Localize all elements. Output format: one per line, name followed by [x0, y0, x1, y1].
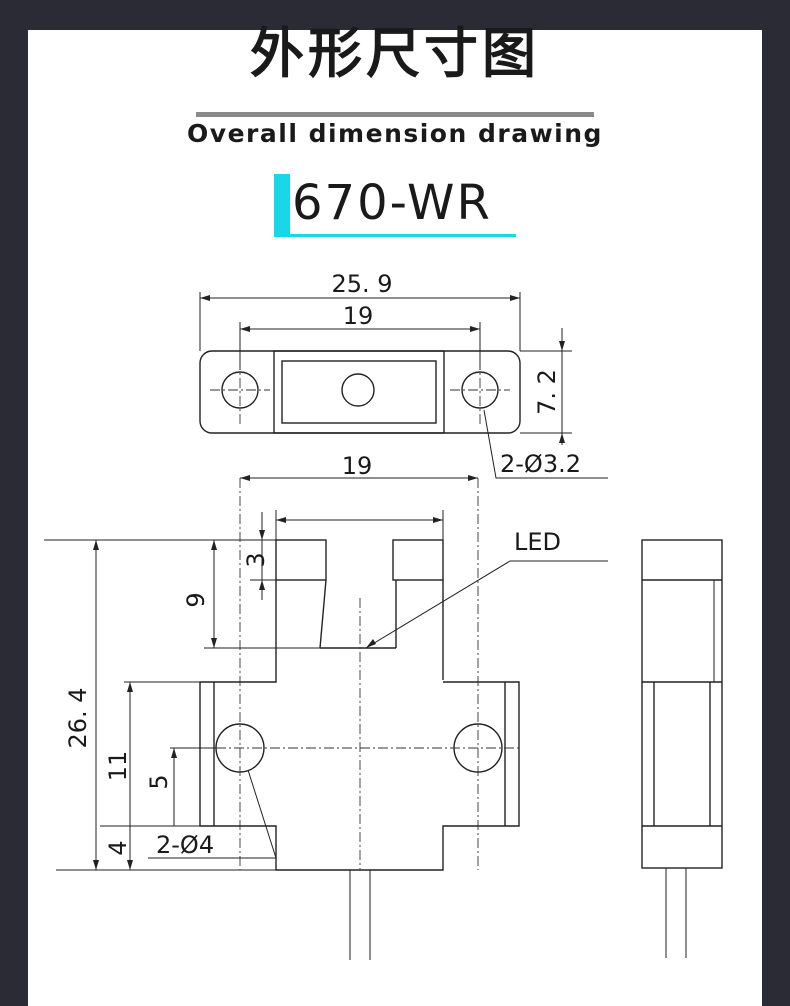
top-view: 25. 9 19 7. 2 2-Ø3.2: [199, 270, 608, 479]
led-label: LED: [514, 528, 561, 556]
dim-top-hole-spacing: 19: [343, 302, 374, 330]
dim-bottom-offset: 4: [104, 840, 132, 855]
top-view-hole-left: [221, 371, 259, 409]
dim-body-height: 11: [104, 751, 132, 782]
drawing-sheet: [28, 30, 762, 1006]
dim-front-top-offset: 3: [242, 552, 270, 567]
model-underline: [274, 234, 516, 237]
title-rule: [196, 112, 594, 117]
dim-top-hole-note: 2-Ø3.2: [500, 450, 581, 478]
top-view-outline: [199, 350, 521, 434]
model-name: 670-WR: [292, 175, 492, 231]
dim-front-hole-spacing: 19: [342, 452, 373, 480]
top-view-center-lens: [341, 373, 375, 407]
top-view-window: [281, 360, 437, 424]
dim-overall-width: 25. 9: [331, 270, 392, 298]
dim-overall-height: 26. 4: [64, 687, 92, 748]
front-view: 19 3 9 26. 4 11 5 4: [44, 452, 608, 960]
top-view-body: [273, 350, 445, 434]
model-accent-bar: [274, 174, 290, 237]
dim-slot-depth: 9: [182, 592, 210, 607]
front-right-arm-tip: [392, 539, 444, 581]
dim-top-height: 7. 2: [533, 369, 561, 415]
dim-hole-height: 5: [145, 774, 173, 789]
front-left-arm-tip: [275, 539, 327, 581]
title-english: Overall dimension drawing: [187, 119, 603, 148]
side-view: [641, 539, 723, 958]
dim-front-hole-note: 2-Ø4: [156, 831, 214, 859]
title-chinese: 外形尺寸图: [250, 21, 540, 85]
top-view-hole-right: [461, 371, 499, 409]
side-view-outline: [641, 539, 723, 869]
